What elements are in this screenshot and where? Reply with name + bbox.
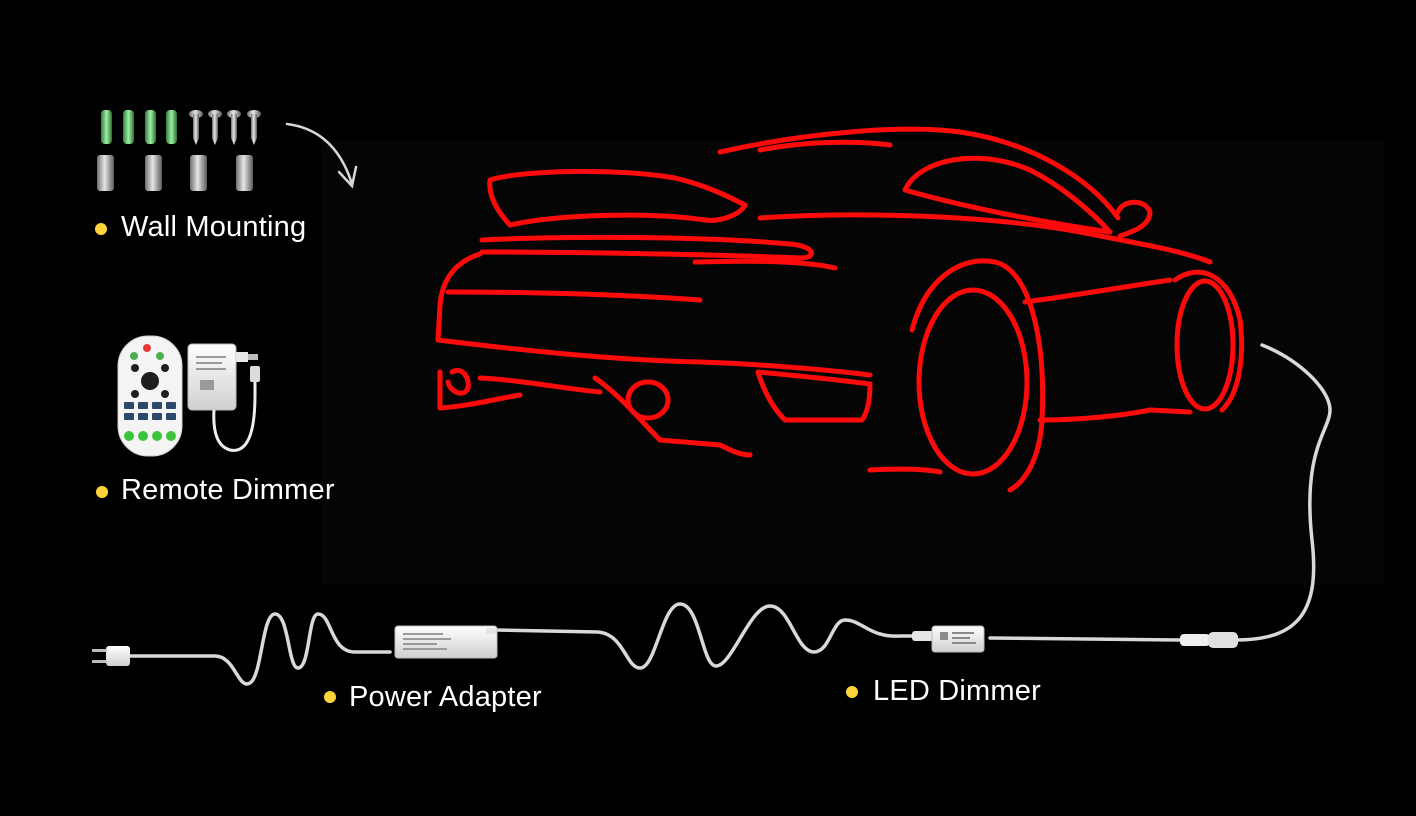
bullet-dot-icon (96, 486, 108, 498)
bullet-dot-icon (95, 223, 107, 235)
bullet-dot-icon (324, 691, 336, 703)
wall-mounting-label: Wall Mounting (121, 211, 306, 244)
bullet-dot-icon (846, 686, 858, 698)
acrylic-backing-panel (322, 140, 1384, 584)
dimmer-receiver-icon (187, 343, 260, 452)
led-dimmer-text: LED Dimmer (873, 675, 1041, 707)
power-adapter-icon (394, 625, 498, 659)
remote-dimmer-text: Remote Dimmer (121, 474, 335, 506)
power-plug-icon (92, 646, 130, 666)
power-cable (126, 343, 1332, 686)
power-adapter-label: Power Adapter (349, 681, 542, 714)
remote-control-icon (117, 335, 183, 457)
remote-dimmer-label: Remote Dimmer (121, 474, 335, 507)
neon-car-sign-icon (435, 126, 1245, 493)
screws-and-anchors-icon (97, 110, 261, 191)
power-adapter-text: Power Adapter (349, 681, 542, 713)
wall-mounting-text: Wall Mounting (121, 211, 307, 243)
inline-dimmer-icon (912, 625, 1238, 653)
curved-arrow-icon (285, 122, 358, 189)
led-dimmer-label: LED Dimmer (873, 675, 1041, 708)
